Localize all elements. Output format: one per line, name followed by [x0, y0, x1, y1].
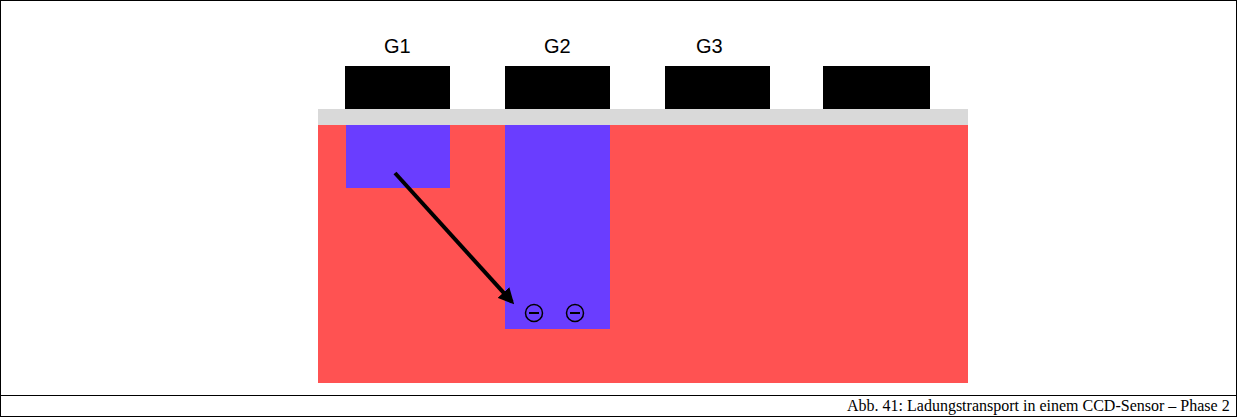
oxide-layer [318, 109, 968, 125]
figure-caption: Abb. 41: Ladungstransport in einem CCD-S… [847, 397, 1230, 415]
substrate [318, 123, 968, 383]
gate-label: G1 [384, 35, 411, 58]
gate-electrode [505, 66, 610, 109]
caption-rule [0, 395, 1237, 396]
electron-symbol [567, 305, 584, 322]
gate-electrode [665, 66, 770, 109]
gate-label: G2 [544, 35, 571, 58]
electron-symbol [526, 305, 543, 322]
gate-label: G3 [696, 35, 723, 58]
gate-electrode [345, 66, 450, 109]
transport-arrow [395, 173, 512, 302]
gate-electrode [823, 66, 930, 109]
potential-well [505, 125, 610, 329]
